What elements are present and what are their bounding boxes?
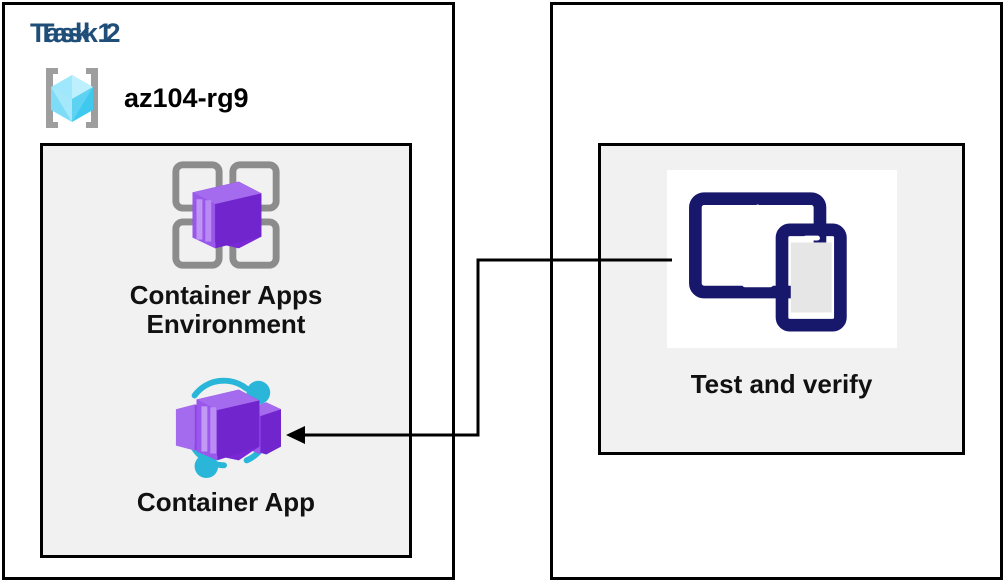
container-apps-environment-caption: Container Apps Environment bbox=[129, 280, 323, 340]
resource-group-row: az104-rg9 bbox=[36, 62, 249, 134]
container-apps-environment-icon bbox=[40, 155, 412, 275]
resource-group-icon bbox=[36, 62, 108, 134]
resource-group-label: az104-rg9 bbox=[124, 82, 249, 113]
task-1-title: Task 1 bbox=[30, 18, 113, 48]
test-and-verify-devices-icon bbox=[666, 170, 897, 348]
container-app-caption: Container App bbox=[136, 487, 316, 517]
node-container-app: Container App bbox=[40, 370, 412, 517]
node-test-and-verify: Test and verify bbox=[598, 170, 965, 399]
container-app-icon bbox=[40, 370, 412, 480]
test-and-verify-caption: Test and verify bbox=[690, 369, 873, 399]
node-container-apps-environment: Container Apps Environment bbox=[40, 155, 412, 339]
task-2-title: Task 2 bbox=[38, 18, 121, 48]
